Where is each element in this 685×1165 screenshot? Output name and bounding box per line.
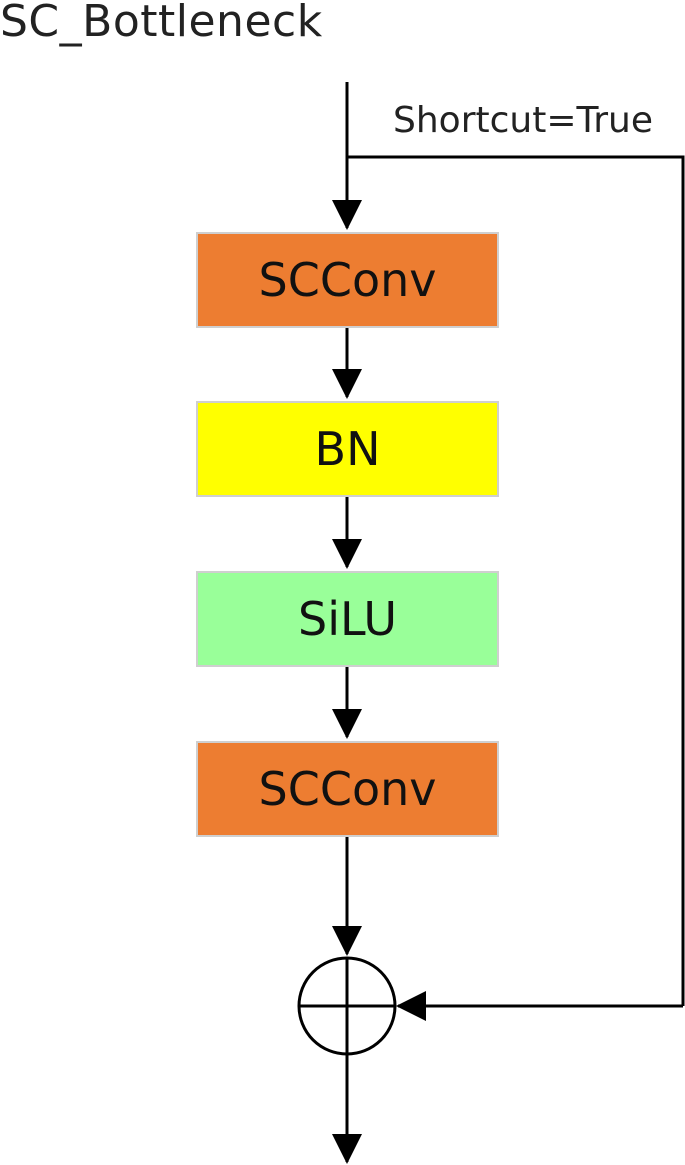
shortcut-label: Shortcut=True bbox=[393, 100, 653, 141]
bn-block: BN bbox=[196, 401, 499, 497]
shortcut-path bbox=[347, 155, 685, 1006]
scconv-block-1-label: SCConv bbox=[258, 253, 437, 307]
silu-block-label: SiLU bbox=[298, 592, 397, 646]
diagram-title: SC_Bottleneck bbox=[0, 0, 323, 47]
scconv-block-1: SCConv bbox=[196, 232, 499, 328]
scconv-block-2: SCConv bbox=[196, 741, 499, 837]
bn-block-label: BN bbox=[314, 422, 381, 476]
scconv-block-2-label: SCConv bbox=[258, 762, 437, 816]
silu-block: SiLU bbox=[196, 571, 499, 667]
circle-plus-icon bbox=[297, 956, 397, 1056]
